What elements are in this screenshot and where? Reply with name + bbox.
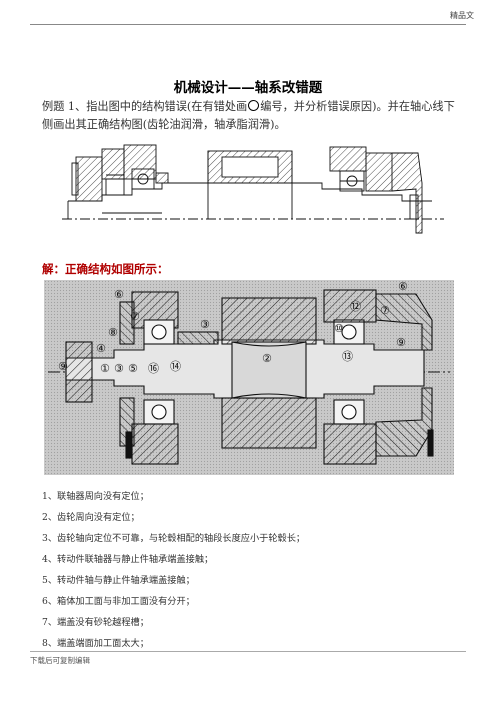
label-6-right: ⑥ — [398, 280, 408, 293]
label-13: ⑬ — [342, 350, 353, 363]
label-9-left: ⑨ — [58, 360, 68, 373]
list-item: 1、联轴器周向没有定位； — [42, 491, 149, 502]
list-item: 8、端盖端面加工面太大； — [42, 638, 149, 649]
label-9-right: ⑨ — [396, 336, 406, 349]
shaft-error-figure — [62, 144, 444, 234]
list-item: 5、转动件轴与静止件轴承端盖接触； — [42, 575, 195, 586]
label-14: ⑭ — [170, 360, 181, 373]
label-4: ④ — [96, 342, 106, 355]
header-divider — [30, 24, 466, 25]
problem-text-prefix: 例题 1、指出图中的结构错误(在有错处画 — [42, 100, 248, 113]
label-2: ② — [262, 352, 272, 365]
list-item: 6、箱体加工面与非加工面没有分开； — [42, 596, 195, 607]
label-5: ⑤ — [128, 362, 138, 375]
page-title: 机械设计——轴系改错题 — [173, 80, 323, 96]
solution-heading: 解：正确结构如图所示： — [42, 262, 169, 276]
error-list: 1、联轴器周向没有定位； 2、齿轮周向没有定位； 3、齿轮轴向定位不可靠，与轮毂… — [42, 486, 462, 654]
label-7-left: ⑦ — [130, 310, 140, 323]
problem-statement: 例题 1、指出图中的结构错误(在有错处画编号，并分析错误原因)。并在轴心线下侧画… — [42, 98, 460, 134]
list-item: 3、齿轮轴向定位不可靠，与轮毂相配的轴段长度应小于轮毂长； — [42, 533, 306, 544]
problem-text-suffix: 编号，并分析错误原因)。并在轴心线下侧画出其正确结构图(齿轮油润滑，轴承脂润滑)… — [42, 100, 455, 131]
corrected-shaft-figure: ⑥ ⑦ ⑧ ④ ③ ⑨ ① ③ ⑤ ⑯ ⑭ ② ⑩ ⑫ ⑬ ⑥ ⑦ ⑨ — [44, 280, 454, 475]
header-mark: 精品文 — [450, 11, 474, 20]
label-6-left: ⑥ — [114, 288, 124, 301]
list-item: 7、端盖没有砂轮越程槽； — [42, 617, 149, 628]
label-12: ⑫ — [350, 300, 361, 313]
label-7-right: ⑦ — [380, 304, 390, 317]
label-1: ① — [100, 362, 110, 375]
list-item: 4、转动件联轴器与静止件轴承端盖接触； — [42, 554, 214, 565]
label-3-top: ③ — [200, 318, 210, 331]
label-16: ⑯ — [148, 362, 159, 375]
footer-note: 下载后可复制编辑 — [30, 656, 90, 665]
label-8: ⑧ — [108, 326, 118, 339]
label-10: ⑩ — [334, 322, 344, 335]
list-item: 2、齿轮周向没有定位； — [42, 512, 140, 523]
circle-mark-icon — [248, 100, 260, 111]
footer-divider — [30, 651, 466, 652]
label-3-shaft: ③ — [114, 362, 124, 375]
